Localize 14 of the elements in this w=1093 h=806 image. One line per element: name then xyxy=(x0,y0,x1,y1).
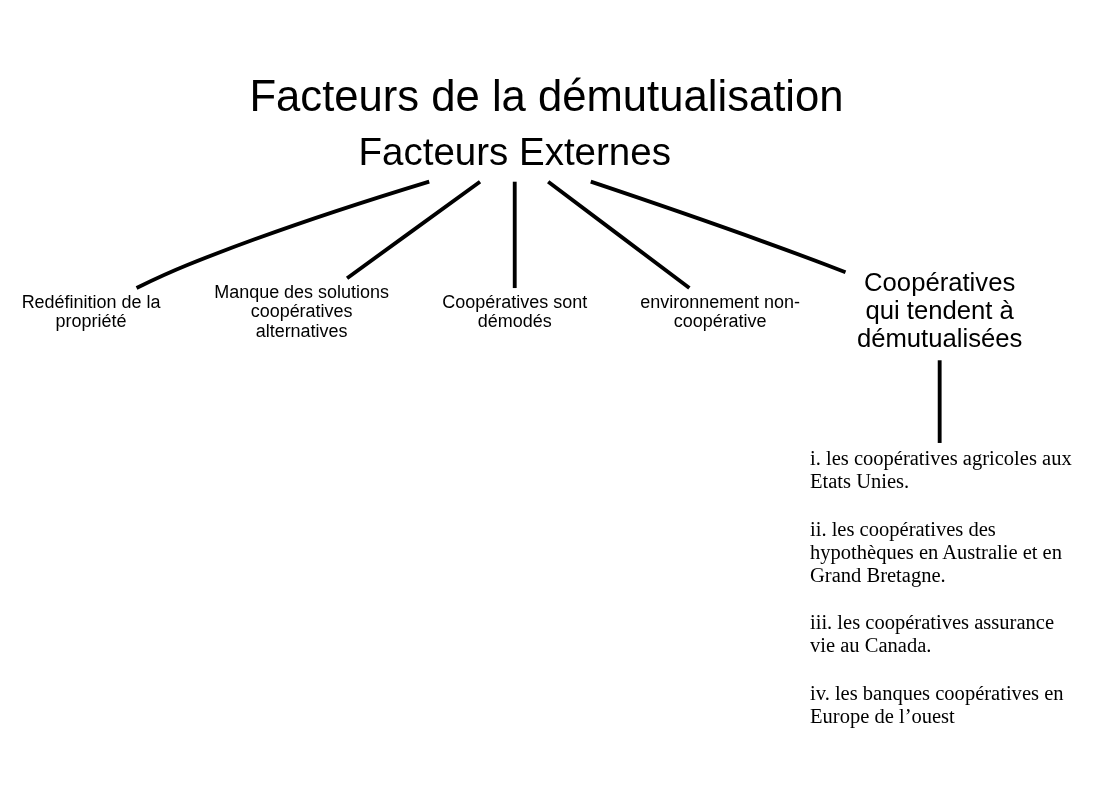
node-text: Redéfinition de la propriété xyxy=(21,291,161,331)
diagram-title: Facteurs de la démutualisation xyxy=(249,71,844,121)
node-text: i. les coopératives agricoles aux Etats Unies. ii. les coopératives des hypothèques en Australie et en Grand Bretagne. iii. les coopératives assurance vie au Canada. iv. les banques coopératives en Europe de l’ouest xyxy=(810,447,1072,728)
connector xyxy=(512,181,517,289)
node-text: Coopératives sont démodés xyxy=(442,291,588,331)
node-text: Facteurs Externes xyxy=(358,129,671,173)
connector xyxy=(590,179,847,275)
connector xyxy=(345,180,482,280)
node-text: Coopératives qui tendent à démutualisées xyxy=(856,267,1023,353)
connector xyxy=(937,360,942,443)
connector xyxy=(135,179,430,290)
connector xyxy=(547,180,691,290)
node-text: environnement non-coopérative xyxy=(640,291,801,331)
node-text: Manque des solutions coopératives alternatives xyxy=(214,281,390,341)
